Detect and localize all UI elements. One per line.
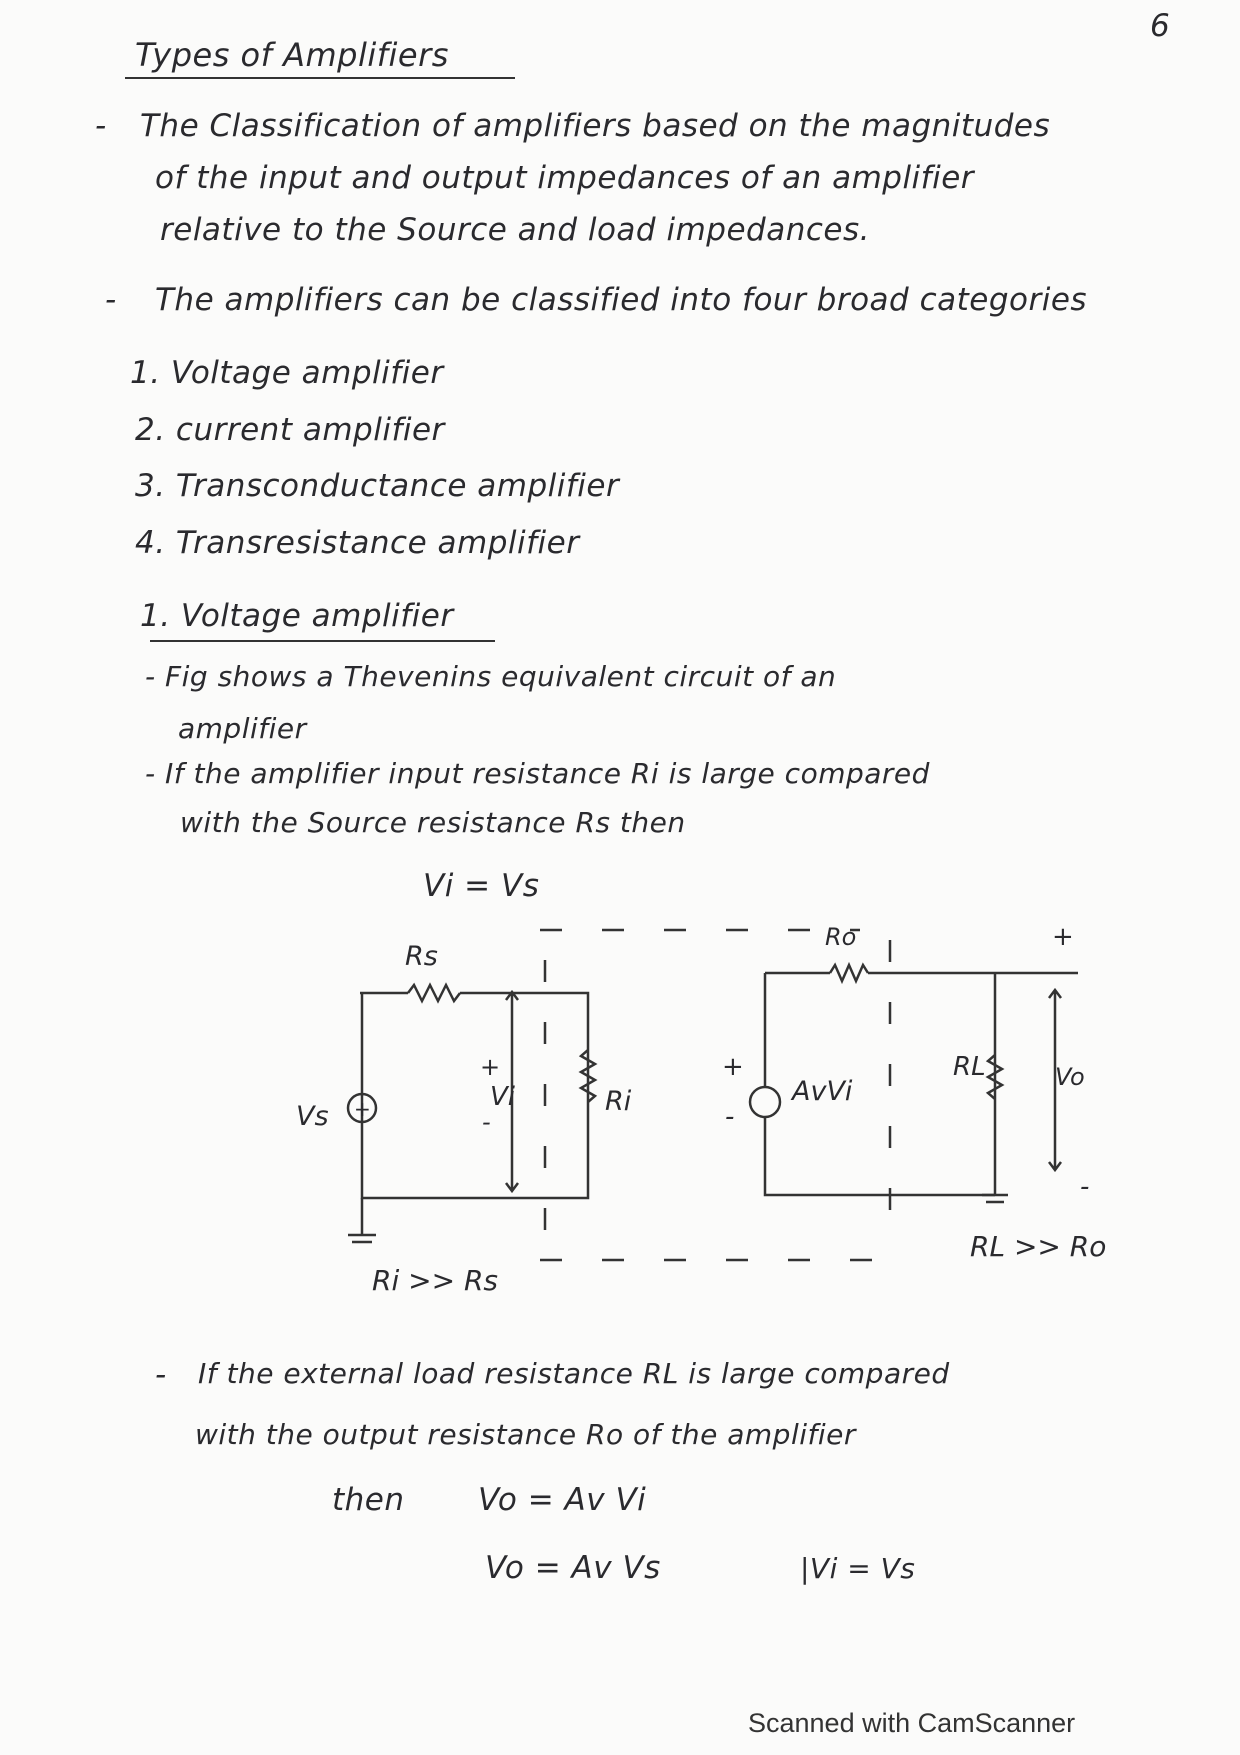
label-vo: Vo bbox=[1055, 1063, 1085, 1091]
label-vs: Vs bbox=[296, 1101, 329, 1132]
page-number: 6 bbox=[1150, 8, 1171, 44]
source-plus: + bbox=[354, 1097, 371, 1121]
bullet-dash: - bbox=[155, 1357, 167, 1393]
section-text: amplifier bbox=[178, 712, 307, 745]
label-minus-src: - bbox=[725, 1102, 734, 1132]
then-label: then bbox=[332, 1482, 405, 1518]
bullet-dash: - bbox=[95, 108, 107, 144]
scanner-watermark: Scanned with CamScanner bbox=[748, 1708, 1076, 1738]
label-plus: + bbox=[480, 1053, 500, 1081]
intro-line: relative to the Source and load impedanc… bbox=[160, 212, 870, 248]
label-plus-src: + bbox=[722, 1052, 744, 1082]
title-underline bbox=[125, 77, 515, 79]
label-minus: - bbox=[482, 1108, 491, 1136]
label-ri: Ri bbox=[605, 1086, 632, 1117]
label-avvi: AvVi bbox=[790, 1076, 853, 1107]
list-item: 2. current amplifier bbox=[135, 412, 445, 448]
section-heading: 1. Voltage amplifier bbox=[140, 598, 454, 634]
label-rs: Rs bbox=[405, 941, 438, 972]
equation-vo-avvs: Vo = Av Vs bbox=[485, 1550, 661, 1586]
resistor-rs bbox=[407, 982, 461, 1004]
conclusion-line: with the output resistance Ro of the amp… bbox=[195, 1418, 856, 1451]
intro-line: of the input and output impedances of an… bbox=[155, 160, 975, 196]
intro-line: The Classification of amplifiers based o… bbox=[140, 108, 1051, 144]
dependent-source-icon bbox=[748, 1085, 782, 1119]
equation-vi-vs: Vi = Vs bbox=[423, 868, 540, 904]
section-text: - If the amplifier input resistance Ri i… bbox=[145, 757, 930, 790]
label-rl: RL bbox=[953, 1052, 986, 1082]
list-item: 3. Transconductance amplifier bbox=[135, 468, 620, 504]
intro-line: The amplifiers can be classified into fo… bbox=[155, 282, 1088, 318]
condition-ri-rs: Ri >> Rs bbox=[372, 1264, 498, 1297]
section-text: - Fig shows a Thevenins equivalent circu… bbox=[145, 660, 837, 693]
list-item: 1. Voltage amplifier bbox=[130, 355, 444, 391]
condition-rl-ro: RL >> Ro bbox=[970, 1230, 1106, 1263]
conclusion-line: If the external load resistance RL is la… bbox=[198, 1357, 950, 1390]
page-title: Types of Amplifiers bbox=[135, 36, 449, 74]
section-underline bbox=[150, 640, 495, 642]
equation-vi-vs-note: |Vi = Vs bbox=[800, 1552, 916, 1585]
resistor-ri bbox=[578, 1049, 598, 1103]
resistor-rl bbox=[985, 1054, 1005, 1100]
label-ro: Ro bbox=[825, 923, 856, 951]
resistor-ro bbox=[828, 961, 870, 985]
section-text: with the Source resistance Rs then bbox=[180, 806, 686, 839]
equation-vo-avvi: Vo = Av Vi bbox=[478, 1482, 647, 1518]
bullet-dash: - bbox=[105, 282, 117, 318]
list-item: 4. Transresistance amplifier bbox=[135, 525, 580, 561]
voltage-source-icon bbox=[346, 1092, 378, 1124]
label-out-minus: - bbox=[1080, 1172, 1089, 1202]
label-vi: Vi bbox=[490, 1082, 516, 1112]
label-out-plus: + bbox=[1052, 922, 1074, 952]
